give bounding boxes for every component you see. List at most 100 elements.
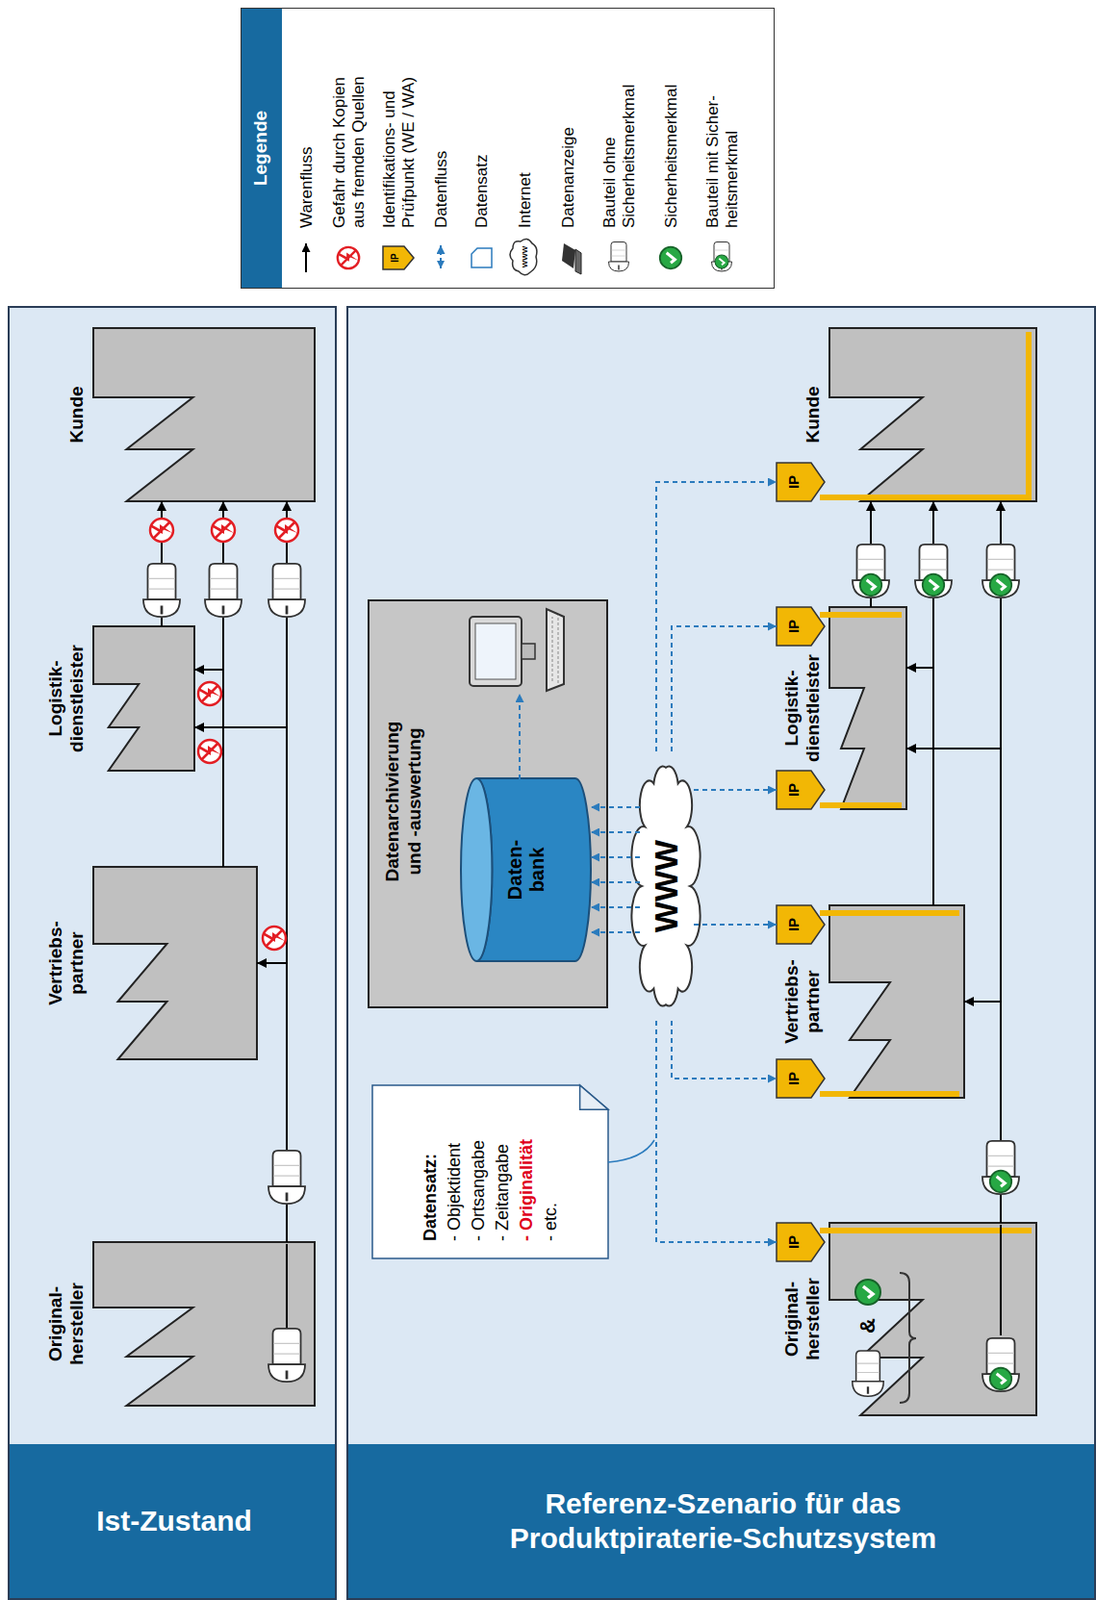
factory-box: Logistik- dienstleister <box>829 607 907 810</box>
danger-symbol <box>275 518 299 542</box>
security-mark <box>860 574 883 597</box>
data-flow-connector <box>656 1020 777 1243</box>
note-line: - etc. <box>538 1139 563 1242</box>
connector-line <box>194 669 224 867</box>
data-flow-connector <box>693 924 777 926</box>
factory-box: Kunde <box>93 328 315 502</box>
factory-label: Kunde <box>802 385 824 443</box>
connector-line <box>671 626 777 752</box>
legend-text: Identifikations- und Prüfpunkt (WE / WA) <box>380 21 419 229</box>
computer-icon <box>469 609 564 691</box>
connector-line <box>693 923 777 926</box>
factory-outline <box>829 607 907 810</box>
security-mark <box>922 574 945 597</box>
internet-cloud: WWW <box>632 751 700 1021</box>
legend-box: WarenflussGefahr durch Kopien aus fremde… <box>240 7 775 289</box>
goods-line <box>285 1244 288 1328</box>
checkpoint-tag: IP <box>776 1059 825 1098</box>
factory-label: Original- hersteller <box>45 1282 88 1366</box>
part-symbol <box>982 1338 1020 1392</box>
legend-text: Datensatz <box>472 21 492 229</box>
part-symbol <box>204 563 242 617</box>
header-band: Ist-Zustand <box>9 1444 335 1599</box>
legend-text: Bauteil ohne Sicherheitsmerkmal <box>600 21 639 229</box>
leader-line <box>608 1140 655 1163</box>
database-cylinder: Daten- bank <box>460 778 591 962</box>
connector-line <box>285 501 288 1243</box>
panel-title: Referenz-Szenario für das Produktpirater… <box>454 1486 994 1556</box>
data-flow-connector <box>693 790 777 791</box>
data-flow-connector <box>590 807 640 933</box>
part-symbol <box>852 1350 884 1397</box>
database-label: Daten- bank <box>504 840 549 900</box>
reference-parts <box>469 331 1032 1403</box>
goods-flow-connector <box>964 1001 1001 1224</box>
connector-line <box>671 1020 777 1079</box>
security-mark <box>990 1171 1013 1194</box>
connector-line <box>160 501 163 627</box>
checkpoint-label: IP <box>785 619 803 634</box>
panel-band: Ist-Zustand Original- hersteller Vertriebs… <box>7 305 337 1600</box>
part-symbol <box>982 544 1020 598</box>
connector-line <box>590 831 640 834</box>
checkpoint-tag: IP <box>776 770 825 810</box>
danger-symbol <box>211 518 235 542</box>
connector-line <box>999 501 1002 1224</box>
cloud-label: WWW <box>647 840 686 933</box>
legend-text: Internet <box>515 21 536 229</box>
connector-line <box>590 806 640 809</box>
checkpoint-label: IP <box>785 1235 803 1249</box>
panel-band: Referenz-Szenario für das Produktpirater… <box>346 305 1096 1600</box>
connector-line <box>656 1020 777 1243</box>
connector-line <box>656 482 777 752</box>
part-symbol <box>268 1328 306 1382</box>
factory-outline <box>93 1242 315 1406</box>
icon-text: WWW <box>520 246 530 269</box>
legend-text: Sicherheitsmerkmal <box>662 21 682 229</box>
connector-line <box>906 748 1001 1224</box>
legend-text: Gefahr durch Kopien aus fremden Quellen <box>330 62 369 229</box>
part-symbol <box>268 1150 306 1204</box>
goods-flow-connector <box>256 963 287 1243</box>
factory-box: Vertriebs- partner <box>829 905 965 1098</box>
connector-line <box>222 501 225 867</box>
connector-line <box>932 501 935 906</box>
goods-flow-connector <box>161 501 163 627</box>
note-outline <box>372 1085 609 1259</box>
factory-outline <box>93 626 195 771</box>
panel-title: Ist-Zustand <box>96 1503 253 1539</box>
security-mark <box>855 1279 881 1305</box>
checkpoint-tag: IP <box>776 905 825 944</box>
connector-line <box>906 667 934 906</box>
factory-box: Vertriebs- partner <box>93 866 257 1060</box>
factory-label: Vertriebs- partner <box>781 959 824 1045</box>
note-line: - Ortsangabe <box>466 1139 491 1242</box>
connector-line <box>256 963 287 1243</box>
part-symbol <box>143 563 180 617</box>
ist-parts <box>143 518 306 1382</box>
dataset-note: Datensatz:- Objektident- Ortsangabe- Zei… <box>372 1085 609 1259</box>
note-line: - Originalität <box>514 1139 539 1242</box>
data-flow-line <box>518 693 521 780</box>
connector-line <box>590 881 640 884</box>
connector-line <box>693 789 777 791</box>
factory-label: Kunde <box>66 385 88 443</box>
danger-symbol <box>198 682 222 706</box>
checkpoint-label: IP <box>785 917 803 932</box>
legend-text: Datenfluss <box>432 21 452 229</box>
note-line: - Objektident <box>442 1139 467 1242</box>
note-body: Datensatz:- Objektident- Ortsangabe- Zei… <box>418 1139 563 1242</box>
legend-icons <box>305 238 733 275</box>
factory-label: Logistik- dienstleister <box>781 654 824 763</box>
data-flow-connector <box>671 626 777 752</box>
danger-symbol <box>198 739 222 764</box>
goods-flow-connector <box>870 501 872 608</box>
box-title: Datenarchivierung und -auswertung <box>381 705 426 898</box>
factory-outline <box>93 866 257 1060</box>
legend-text: Bauteil mit Sicher- heitsmerkmal <box>703 21 742 229</box>
danger-symbol <box>150 518 174 542</box>
factory-label: Original- hersteller <box>781 1277 824 1361</box>
checkpoint-tag: IP <box>776 462 825 502</box>
